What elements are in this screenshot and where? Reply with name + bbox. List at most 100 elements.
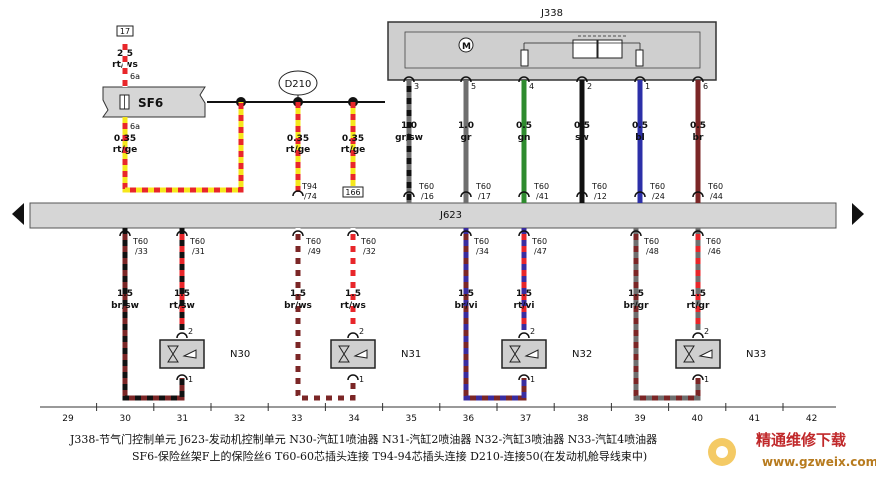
inj-conn-2: T60	[305, 237, 321, 246]
inj-conn-4: T60	[473, 237, 489, 246]
inj-wire-size-0: 1.5	[117, 289, 133, 299]
j338-plug-5	[692, 76, 704, 83]
top-wire-size-1: 0.35	[287, 134, 309, 144]
t94-label: T94	[301, 182, 317, 191]
inj-wire-size-7: 1.5	[690, 289, 706, 299]
inj-conn-0: T60	[132, 237, 148, 246]
inj-conn-plug-3	[347, 230, 359, 237]
injector-return-wire-3-stripe	[633, 228, 701, 401]
inj-conn-6: T60	[643, 237, 659, 246]
j338-plug-0	[403, 76, 415, 83]
injector-pin-bottom-1: 1	[359, 375, 364, 384]
injector-label-n33: N33	[746, 349, 766, 360]
j338-wire-size-3: 0.5	[574, 121, 590, 131]
inj-wire-color-6: br/gr	[623, 301, 649, 311]
j338-conn-plug-4	[634, 191, 646, 198]
right-arrow-icon	[852, 203, 864, 225]
watermark-title: 精通维修下载	[756, 431, 846, 449]
label-layer: 0.35rt/ge0.35rt/ge0.35rt/ge31.0gr/swT60/…	[111, 82, 766, 384]
column-number: 34	[348, 414, 360, 424]
injector-return-wire-1	[295, 228, 356, 401]
injector-return-wire-2-stripe	[463, 228, 527, 401]
j338-unit: J338 M	[387, 8, 717, 81]
injector-return-wire-2	[463, 228, 527, 401]
j338-wire-color-2: gn	[518, 133, 531, 143]
j338-wire-size-1: 1.0	[458, 121, 474, 131]
inj-wire-color-0: br/sw	[111, 301, 139, 311]
coil-icon	[353, 349, 368, 359]
j338-wire-color-0: gr/sw	[395, 133, 423, 143]
column-number: 38	[577, 414, 589, 424]
injector-return-wire-0-stripe	[122, 228, 185, 401]
injector-body	[159, 339, 205, 369]
top-wire-color-2: rt/ge	[341, 145, 366, 155]
inj-conn-pin-7: /46	[708, 247, 721, 256]
j338-conn-0: T60	[418, 182, 434, 191]
j338-pin-0: 3	[414, 82, 419, 91]
inj-conn-pin-1: /31	[192, 247, 205, 256]
injector-top-plug-2	[518, 332, 530, 339]
inj-conn-pin-4: /34	[476, 247, 489, 256]
inj-conn-plug-5	[518, 230, 530, 237]
inj-conn-plug-7	[692, 230, 704, 237]
inj-wire-size-4: 1.5	[458, 289, 474, 299]
j338-conn-plug-1	[460, 191, 472, 198]
inj-wire-color-1: rt/sw	[169, 301, 195, 311]
injector-label-n31: N31	[401, 349, 421, 360]
column-number: 33	[291, 414, 302, 424]
inj-conn-pin-5: /47	[534, 247, 547, 256]
top-wire-color-1: rt/ge	[286, 145, 311, 155]
d210-junction: D210	[207, 70, 385, 107]
inj-conn-plug-2	[292, 230, 304, 237]
injector-return-wire-1-stripe	[295, 228, 356, 401]
t94-connector: T94 /74 166	[301, 182, 364, 201]
coil-icon	[524, 349, 539, 359]
column-number: 31	[177, 414, 188, 424]
t94-pin: /74	[304, 192, 317, 201]
d210-label: D210	[285, 79, 312, 90]
svg-text:M: M	[462, 42, 471, 52]
injector-n33	[675, 339, 721, 369]
column-number: 39	[634, 414, 646, 424]
injector-pin-bottom-2: 1	[530, 375, 535, 384]
j338-conn-plug-3	[576, 191, 588, 198]
j338-conn-pin-0: /16	[421, 192, 434, 201]
column-number: 29	[62, 414, 74, 424]
coil-icon	[182, 349, 197, 359]
injector-bottom-plug-0	[176, 374, 188, 381]
box-166: 166	[345, 188, 360, 197]
j338-pin-1: 5	[471, 82, 476, 91]
top-wire-size-2: 0.35	[342, 134, 364, 144]
inj-conn-plug-4	[460, 230, 472, 237]
sf6-wire-color: rt/ge	[113, 145, 138, 155]
j338-conn-pin-3: /12	[594, 192, 607, 201]
column-number: 41	[749, 414, 760, 424]
column-number: 37	[520, 414, 531, 424]
coil-icon	[698, 349, 713, 359]
sf6-pin-bottom: 6a	[130, 122, 140, 131]
j338-conn-plug-0	[403, 191, 415, 198]
inj-wire-color-4: br/vi	[454, 301, 477, 311]
j338-wire-color-1: gr	[461, 133, 472, 143]
injector-top-plug-1	[347, 332, 359, 339]
j338-conn-pin-1: /17	[478, 192, 491, 201]
j338-pin-3: 2	[587, 82, 592, 91]
inj-conn-plug-6	[630, 230, 642, 237]
sf6-d210-wire-stripe	[122, 102, 244, 193]
j338-label: J338	[540, 8, 563, 19]
j338-conn-1: T60	[475, 182, 491, 191]
j338-plug-3	[576, 76, 588, 83]
injector-label-n30: N30	[230, 349, 250, 360]
inj-wire-size-6: 1.5	[628, 289, 644, 299]
fuse-feed-pin-top: 6a	[130, 72, 140, 81]
j338-pin-4: 1	[645, 82, 650, 91]
column-number: 35	[405, 414, 416, 424]
j338-conn-plug-2	[518, 191, 530, 198]
inj-conn-7: T60	[705, 237, 721, 246]
fuse-feed-box: 17	[120, 27, 130, 36]
injector-n31	[330, 339, 376, 369]
j623-label: J623	[439, 210, 462, 221]
valve-icon	[509, 345, 521, 363]
